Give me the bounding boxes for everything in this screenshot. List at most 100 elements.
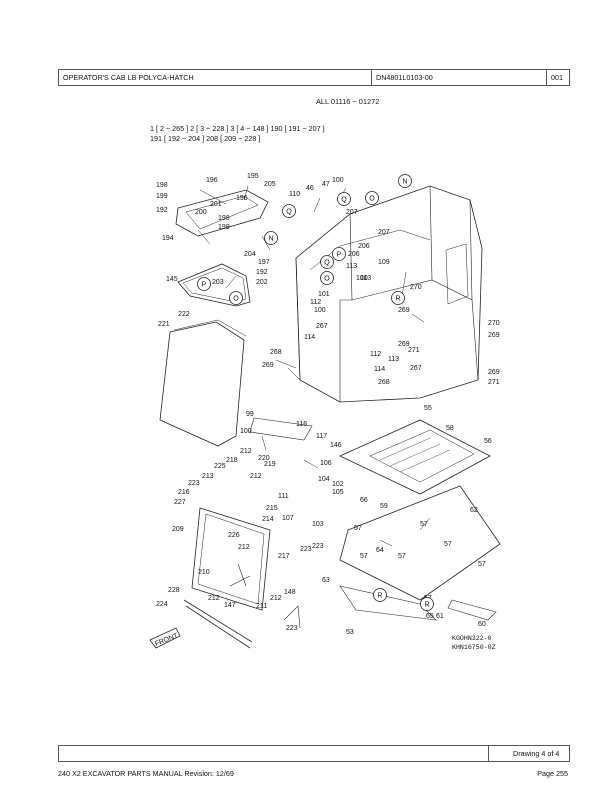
part-number-label: 105 <box>332 489 344 496</box>
part-number-label: 100 <box>356 275 368 282</box>
part-number-label: 110 <box>289 191 300 198</box>
roof-window <box>159 321 245 447</box>
part-number-label: 224 <box>156 601 168 608</box>
assembly-title: OPERATOR'S CAB LB POLYCA-HATCH <box>59 70 372 85</box>
part-number-label: 211 <box>256 603 267 610</box>
serial-ranges: 1 [ 2 ~ 265 ] 2 [ 3 ~ 228 ] 3 [ 4 ~ 148 … <box>150 124 325 144</box>
svg-text:R: R <box>377 593 382 600</box>
part-number-label: 196 <box>206 177 218 184</box>
part-number-label: 222 <box>178 311 190 318</box>
part-number-label: 203 <box>212 279 224 286</box>
part-number-label: 212 <box>250 473 262 480</box>
part-number-label: 223 <box>300 546 312 553</box>
front-label: FRONT <box>154 632 180 648</box>
part-number-label: 212 <box>208 595 220 602</box>
drawing-code-line: KGOHN322-0 <box>452 635 492 642</box>
part-number-label: 212 <box>240 448 252 455</box>
view-marker: O <box>320 271 334 285</box>
drawing-code-line: KHN16750-0Z <box>452 644 496 651</box>
part-number-label: 146 <box>330 442 342 449</box>
part-number-label: 217 <box>278 553 290 560</box>
page-number: Page 255 <box>537 769 568 778</box>
svg-text:O: O <box>233 296 239 303</box>
part-number-label: 223 <box>188 480 200 487</box>
part-number-label: 148 <box>284 589 296 596</box>
part-number-label: 206 <box>348 251 360 258</box>
part-number-label: 114 <box>304 334 315 341</box>
footer-table: Drawing 4 of 4 <box>58 745 570 762</box>
part-number-label: 147 <box>224 602 236 609</box>
part-number-label: 204 <box>244 251 256 258</box>
part-number-label: 214 <box>262 516 274 523</box>
part-number-label: 99 <box>246 411 254 418</box>
part-number-label: 194 <box>162 235 174 242</box>
part-number-label: 269 <box>398 307 410 314</box>
part-number-label: 223 <box>312 543 324 550</box>
manual-name: 240 X2 EXCAVATOR PARTS MANUAL Revision: … <box>58 769 234 778</box>
part-number-label: 197 <box>258 259 270 266</box>
hatch-seal <box>177 263 251 307</box>
part-number-label: 213 <box>202 473 214 480</box>
part-number-label: 220 <box>258 455 270 462</box>
part-number-label: 192 <box>156 207 168 214</box>
serial-range-line: 1 [ 2 ~ 265 ] 2 [ 3 ~ 228 ] 3 [ 4 ~ 148 … <box>150 124 325 133</box>
part-number-label: 202 <box>256 279 268 286</box>
part-number-label: 195 <box>247 173 259 180</box>
hatch-frame <box>175 189 269 237</box>
part-number-label: 113 <box>360 275 371 282</box>
part-number-label: 216 <box>178 489 190 496</box>
part-number-label: 207 <box>378 229 390 236</box>
applicability: ALL 01116 ~ 01272 <box>316 97 380 106</box>
part-number-label: 218 <box>226 457 238 464</box>
view-marker: Q <box>320 255 334 269</box>
serial-range-line: 191 [ 192 ~ 204 ] 208 [ 209 ~ 228 ] <box>150 134 261 143</box>
part-number-label: 270 <box>488 320 500 327</box>
svg-text:N: N <box>268 236 273 243</box>
part-number-label: 227 <box>174 499 186 506</box>
part-number-label: 116 <box>296 421 307 428</box>
part-number-label: 201 <box>210 201 222 208</box>
part-number-label: 223 <box>286 625 298 632</box>
part-number-label: 100 <box>314 307 326 314</box>
part-number-label: 145 <box>166 276 178 283</box>
view-marker: R <box>420 597 434 611</box>
front-arrow <box>149 627 181 649</box>
svg-text:P: P <box>337 252 342 259</box>
view-marker: Q <box>282 204 296 218</box>
part-number-label: 268 <box>270 349 282 356</box>
part-number-label: 268 <box>378 379 390 386</box>
view-marker: O <box>229 291 243 305</box>
part-number-label: 111 <box>278 493 289 500</box>
part-number-label: 62 <box>470 507 478 514</box>
part-number-label: 269 <box>398 341 410 348</box>
svg-text:O: O <box>369 196 375 203</box>
part-number-label: 101 <box>318 291 330 298</box>
svg-text:N: N <box>402 179 407 186</box>
part-number-label: 219 <box>264 461 276 468</box>
part-number-label: 58 <box>446 425 454 432</box>
part-number-label: 221 <box>158 321 170 328</box>
part-number-label: 107 <box>282 515 294 522</box>
view-marker: Q <box>337 192 351 206</box>
part-number-label: 100 <box>240 428 252 435</box>
part-number-label: 199 <box>156 193 168 200</box>
part-number-label: 117 <box>316 433 327 440</box>
part-number-label: 210 <box>198 569 210 576</box>
svg-text:Q: Q <box>324 260 330 267</box>
part-number-label: 192 <box>256 269 268 276</box>
part-number-label: 57 <box>478 561 486 568</box>
part-number-label: 212 <box>238 544 250 551</box>
door-frame <box>191 507 271 611</box>
part-number-label: 226 <box>228 532 240 539</box>
part-number-label: 106 <box>320 460 332 467</box>
part-number-label: 270 <box>410 284 422 291</box>
part-number-label: 112 <box>370 351 381 358</box>
view-marker: P <box>332 247 346 261</box>
part-number-label: 61 <box>436 613 444 620</box>
part-number-label: 198 <box>156 182 168 189</box>
part-number-label: 199 <box>218 224 230 231</box>
drawing-code: DN4801L0103-00 <box>372 70 547 85</box>
part-number-label: 46 <box>306 185 314 192</box>
